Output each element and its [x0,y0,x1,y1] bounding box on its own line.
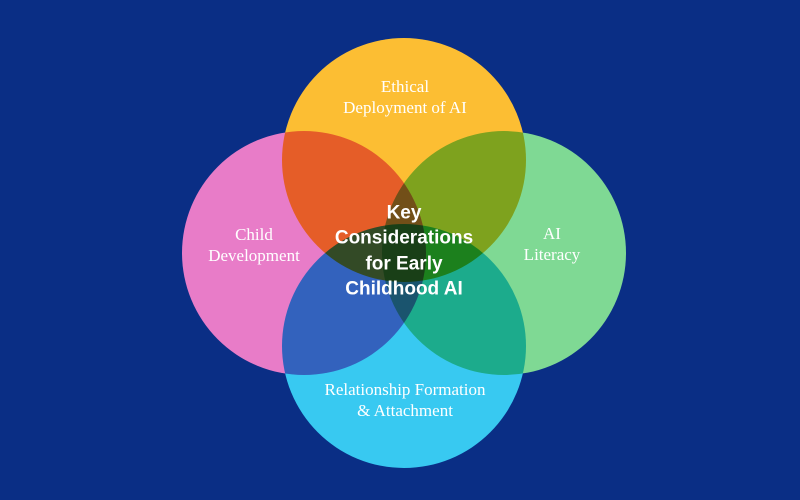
title-line: Key [386,202,422,224]
label-line: Relationship Formation [324,379,486,399]
label-line: Development [208,246,300,265]
venn-circle-relationship-formation [282,224,526,468]
circle-label-relationship-formation: Relationship Formation & Attachment [324,379,485,422]
label-line: Ethical [380,76,430,96]
diagram-center-title: Key Considerations for Early Childhood A… [335,200,473,301]
circle-label-ethical-deployment: Ethical Deployment of AI [343,76,467,119]
title-line: Childhood AI [345,278,463,300]
circle-label-child-development: Child Development [208,224,300,267]
label-line: Literacy [523,245,581,264]
label-line: AI [543,223,561,243]
title-line: Considerations [334,227,474,249]
title-line: for Early [365,253,443,274]
label-line: Deployment of AI [343,98,467,117]
label-line: & Attachment [357,401,453,420]
circle-label-ai-literacy: AI Literacy [524,223,581,266]
label-line: Child [235,224,273,244]
